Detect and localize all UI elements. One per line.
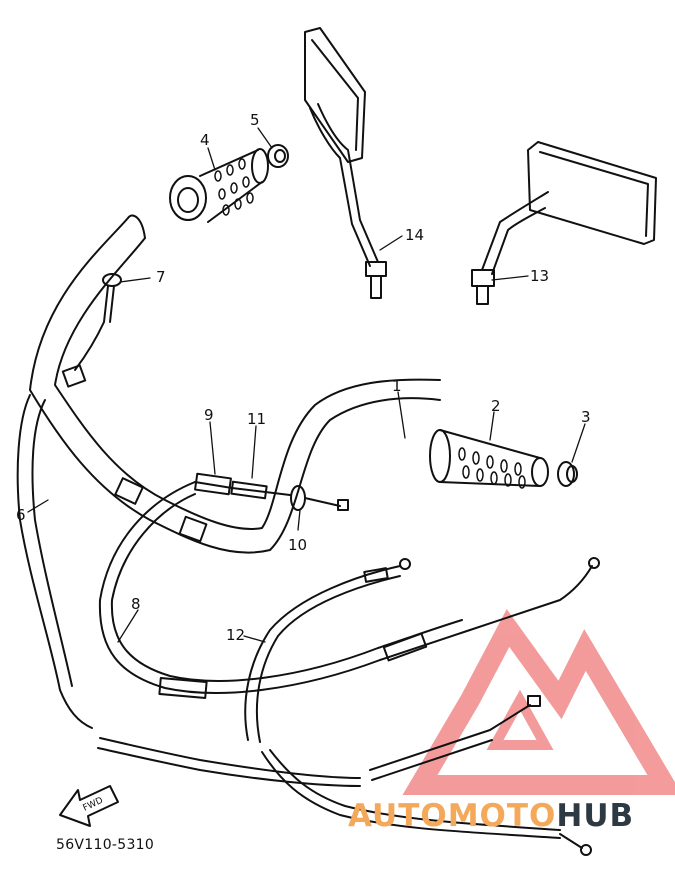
callout-1: 1 — [392, 377, 402, 395]
callout-10: 10 — [288, 536, 307, 554]
left-end-cap — [267, 144, 289, 168]
part-code: 56V110-5310 — [56, 837, 155, 853]
handlebar — [29, 214, 441, 554]
watermark-text-b: HUB — [556, 798, 635, 834]
cable-holder — [61, 273, 122, 388]
right-grip — [429, 429, 549, 489]
callout-3: 3 — [581, 408, 591, 426]
callout-4: 4 — [200, 131, 210, 149]
left-mirror — [304, 27, 387, 299]
throttle-cable — [98, 481, 600, 699]
callout-12: 12 — [226, 626, 245, 644]
callout-11: 11 — [247, 410, 266, 428]
callout-9: 9 — [204, 406, 214, 424]
callout-2: 2 — [491, 397, 501, 415]
callout-6: 6 — [16, 506, 26, 524]
throttle-adjuster — [194, 472, 349, 511]
callout-14: 14 — [405, 226, 424, 244]
watermark-text: AUTOMOTOHUB — [348, 798, 634, 834]
callout-5: 5 — [250, 111, 260, 129]
watermark-logo — [402, 609, 675, 795]
right-mirror — [471, 141, 657, 305]
grip-end-cap — [557, 461, 578, 487]
fwd-arrow — [59, 785, 119, 827]
cable-6 — [16, 394, 361, 787]
cable-12 — [244, 558, 411, 743]
left-grip — [169, 148, 269, 223]
lower-cable — [261, 695, 592, 856]
watermark-text-a: AUTOMOTO — [348, 798, 557, 834]
callout-8: 8 — [131, 595, 141, 613]
callout-13: 13 — [530, 267, 549, 285]
callout-7: 7 — [156, 268, 166, 286]
